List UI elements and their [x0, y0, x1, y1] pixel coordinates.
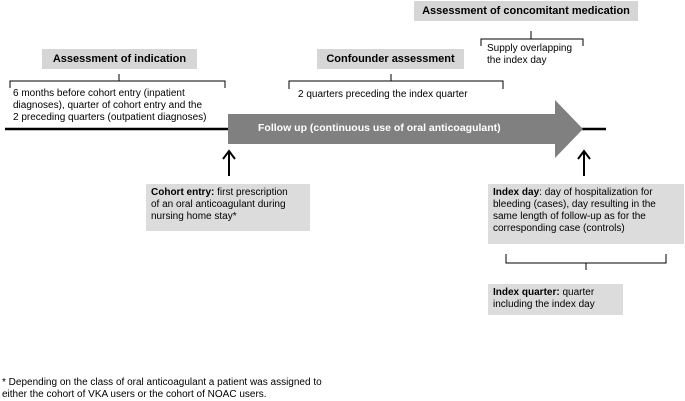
index-day-up-arrow [577, 149, 591, 176]
index-day-line-3: same length of follow-up as for the [493, 211, 646, 222]
footnote: * Depending on the class of oral anticoa… [2, 377, 322, 401]
concomitant-bracket [480, 38, 584, 46]
index-day-title: Index day [493, 187, 540, 198]
index-quarter-line-2: including the index day [493, 299, 595, 310]
follow-up-label: Follow up (continuous use of oral antico… [258, 122, 501, 134]
indication-bracket [9, 80, 226, 88]
concomitant-description: Supply overlapping the index day [487, 43, 572, 67]
index-day-line-2: bleeding (cases), day resulting in the [493, 199, 656, 210]
confounder-description: 2 quarters preceding the index quarter [298, 89, 468, 100]
concomitant-header: Assessment of concomitant medication [414, 1, 638, 21]
indication-description: 6 months before cohort entry (inpatient … [13, 88, 228, 124]
index-quarter-title: Index quarter: [493, 287, 560, 298]
follow-up-arrow [228, 100, 583, 158]
confounder-bracket [288, 80, 504, 89]
index-quarter-box: Index quarter: quarter including the ind… [488, 284, 623, 315]
indication-line-2: diagnoses), quarter of cohort entry and … [13, 100, 203, 111]
cohort-entry-box: Cohort entry: first prescription of an o… [146, 184, 310, 231]
index-quarter-line-1: quarter [559, 287, 595, 298]
cohort-entry-up-arrow [222, 149, 236, 176]
cohort-entry-title: Cohort entry: [151, 187, 215, 198]
index-quarter-bracket [505, 254, 667, 264]
footnote-line-2: either the cohort of VKA users or the co… [2, 389, 267, 400]
concomitant-line-2: the index day [487, 55, 547, 66]
footnote-line-1: * Depending on the class of oral anticoa… [2, 377, 322, 388]
indication-line-1: 6 months before cohort entry (inpatient [13, 88, 185, 99]
index-day-box: Index day: day of hospitalization for bl… [488, 184, 684, 244]
index-day-line-1: : day of hospitalization for [539, 187, 653, 198]
confounder-header: Confounder assessment [317, 49, 464, 69]
indication-line-3: 2 preceding quarters (outpatient diagnos… [13, 112, 207, 123]
concomitant-line-1: Supply overlapping [487, 43, 573, 54]
cohort-entry-line-3: nursing home stay* [151, 211, 237, 222]
cohort-entry-line-2: of an oral anticoagulant during [151, 199, 286, 210]
cohort-entry-line-1: first prescription [214, 187, 288, 198]
index-day-line-4: corresponding case (controls) [493, 223, 625, 234]
indication-header: Assessment of indication [42, 49, 197, 69]
